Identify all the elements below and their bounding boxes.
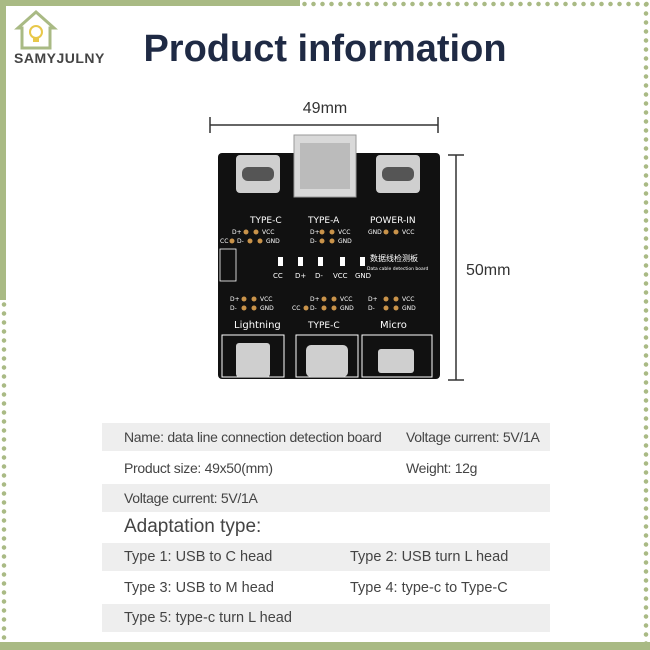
spec-name: Name: data line connection detection boa… [124, 429, 382, 445]
svg-text:VCC: VCC [333, 272, 348, 280]
svg-text:D-: D- [368, 305, 375, 312]
spec-weight: Weight: 12g [406, 460, 478, 476]
svg-text:D+: D+ [310, 296, 320, 303]
spec-row-2: Product size: 49x50(mm) Weight: 12g [102, 454, 550, 482]
svg-text:VCC: VCC [402, 229, 414, 236]
adaptation-type-5: Type 5: type-c turn L head [124, 610, 292, 626]
port-label-power: POWER-IN [370, 216, 416, 226]
svg-text:VCC: VCC [402, 296, 414, 303]
spec-voltage-current-2: Voltage current: 5V/1A [124, 490, 258, 506]
svg-text:VCC: VCC [262, 229, 274, 236]
board-body [218, 153, 440, 379]
led-row [219, 248, 365, 282]
svg-text:D-: D- [230, 305, 237, 312]
svg-text:GND: GND [338, 238, 352, 245]
svg-text:D+: D+ [232, 229, 242, 236]
svg-text:D+: D+ [295, 272, 306, 280]
brand-name: SAMYJULNY [14, 50, 105, 66]
svg-text:D-: D- [310, 238, 317, 245]
board-english-label: Data cable detection board [367, 266, 429, 272]
bottom-pin-group: D+ VCC D- GND D+ VCC CC D- GND D+ VCC D-… [230, 296, 416, 312]
svg-text:VCC: VCC [338, 229, 350, 236]
dimension-width: 49mm [302, 100, 348, 117]
svg-text:VCC: VCC [340, 296, 352, 303]
svg-text:D-: D- [315, 272, 323, 280]
spec-row-3: Voltage current: 5V/1A [102, 484, 550, 512]
dimension-height: 50mm [466, 262, 511, 279]
adaptation-row-2: Type 3: USB to M head Type 4: type-c to … [102, 574, 550, 602]
adaptation-type-2: Type 2: USB turn L head [350, 549, 509, 565]
house-bulb-icon [14, 9, 58, 50]
svg-text:CC: CC [273, 272, 283, 280]
spec-row-1: Name: data line connection detection boa… [102, 423, 550, 451]
frame-left-dots [0, 300, 8, 650]
frame-bottom-bar [0, 642, 650, 650]
adaptation-row-1: Type 1: USB to C head Type 2: USB turn L… [102, 543, 550, 571]
port-label-micro: Micro [380, 320, 407, 331]
brand-logo [8, 8, 118, 78]
width-dimension-line [209, 117, 439, 133]
page-title: Product information [143, 28, 507, 70]
port-label-lightning: Lightning [234, 320, 281, 331]
svg-text:CC: CC [292, 305, 300, 312]
svg-text:D+: D+ [310, 229, 320, 236]
svg-text:D-: D- [237, 238, 244, 245]
svg-text:D+: D+ [230, 296, 240, 303]
svg-text:GND: GND [355, 272, 371, 280]
frame-left-bar [0, 0, 6, 300]
svg-text:D+: D+ [368, 296, 378, 303]
adaptation-type-3: Type 3: USB to M head [124, 580, 274, 596]
board-chinese-label: 数据线检测板 [370, 253, 418, 263]
svg-text:VCC: VCC [260, 296, 272, 303]
port-label-typec-bottom: TYPE-C [307, 321, 340, 331]
port-label-typea: TYPE-A [307, 216, 340, 226]
adaptation-title: Adaptation type: [124, 516, 262, 537]
frame-top-bar [0, 0, 300, 6]
frame-top-dots [300, 0, 650, 8]
bottom-lightning-port [236, 343, 270, 377]
bottom-micro-port [378, 349, 414, 373]
adaptation-type-4: Type 4: type-c to Type-C [350, 580, 508, 596]
svg-text:D-: D- [310, 305, 317, 312]
product-board-illustration: TYPE-C TYPE-A POWER-IN D+ VCC CC D- GND … [209, 117, 464, 381]
spec-voltage-current: Voltage current: 5V/1A [406, 429, 540, 445]
top-pin-group: D+ VCC CC D- GND D+ VCC D- GND GND VCC [220, 229, 414, 245]
bottom-typec-port [306, 345, 348, 377]
svg-text:GND: GND [368, 229, 382, 236]
adaptation-type-1: Type 1: USB to C head [124, 549, 273, 565]
svg-text:GND: GND [266, 238, 280, 245]
spec-size: Product size: 49x50(mm) [124, 460, 273, 476]
led-label-group: CC D+ D- VCC GND [273, 272, 371, 280]
svg-text:GND: GND [402, 305, 416, 312]
height-dimension-line [448, 154, 464, 381]
svg-text:CC: CC [220, 238, 228, 245]
port-label-typec: TYPE-C [249, 216, 282, 226]
adaptation-row-3: Type 5: type-c turn L head [102, 604, 550, 632]
frame-right-dots [642, 0, 650, 650]
svg-text:GND: GND [260, 305, 274, 312]
svg-text:GND: GND [340, 305, 354, 312]
